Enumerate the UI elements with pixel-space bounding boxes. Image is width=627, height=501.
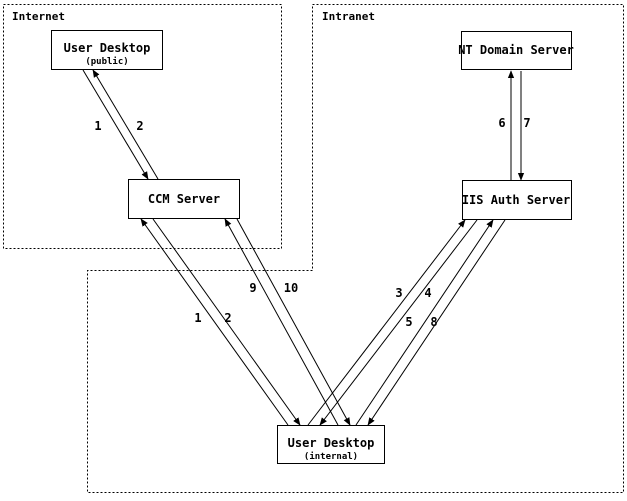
flow-label-2-internal: 2 (224, 311, 231, 325)
flow-line-1-internal-to-ccm (140, 218, 289, 426)
node-user-desktop-internal-subtitle: (internal) (304, 451, 358, 462)
node-iis-auth-server-box (462, 180, 572, 220)
node-nt-domain-server: NT Domain Server (458, 31, 574, 70)
flow-line-5-internal-to-iis (355, 219, 494, 426)
flow-line-10-ccm-to-internal (236, 218, 351, 426)
internet-zone-label: Internet (12, 10, 65, 23)
flow-line-8-iis-to-internal (367, 219, 506, 426)
flow-line-9-internal-to-ccm (224, 218, 339, 426)
flow-label-4: 4 (424, 286, 431, 300)
flow-label-5: 5 (405, 315, 412, 329)
flow-label-3: 3 (395, 286, 402, 300)
node-user-desktop-public-title: User Desktop (64, 41, 151, 55)
node-user-desktop-public-subtitle: (public) (85, 56, 128, 67)
node-ccm-server: CCM Server (128, 179, 240, 219)
flow-label-2-internet: 2 (136, 119, 143, 133)
intranet-zone-border (87, 4, 624, 493)
flow-line-2-ccm-to-internal (152, 218, 301, 426)
node-iis-auth-server: IIS Auth Server (462, 180, 572, 220)
flow-label-9: 9 (249, 281, 256, 295)
internet-zone-border (3, 4, 282, 249)
node-user-desktop-internal: User Desktop (internal) (277, 425, 385, 464)
flow-line-2-ccm-to-public (92, 69, 159, 180)
node-user-desktop-internal-title: User Desktop (288, 436, 375, 450)
node-nt-domain-server-title: NT Domain Server (458, 43, 574, 57)
flow-line-4-iis-to-internal (319, 219, 478, 426)
node-user-desktop-internal-box (277, 425, 385, 464)
flow-label-8: 8 (430, 315, 437, 329)
node-iis-auth-server-title: IIS Auth Server (462, 193, 570, 207)
node-user-desktop-public: User Desktop (public) (51, 30, 163, 70)
flow-label-1-internet: 1 (94, 119, 101, 133)
node-nt-domain-server-box (461, 31, 572, 70)
flow-line-3-internal-to-iis (307, 219, 466, 426)
flow-label-7: 7 (523, 116, 530, 130)
flow-label-10: 10 (284, 281, 298, 295)
node-user-desktop-public-box (51, 30, 163, 70)
node-ccm-server-title: CCM Server (148, 192, 220, 206)
flow-line-1-public-to-ccm (82, 69, 149, 180)
flow-label-6: 6 (498, 116, 505, 130)
flow-label-1-internal: 1 (194, 311, 201, 325)
node-ccm-server-box (128, 179, 240, 219)
intranet-zone-label: Intranet (322, 10, 375, 23)
